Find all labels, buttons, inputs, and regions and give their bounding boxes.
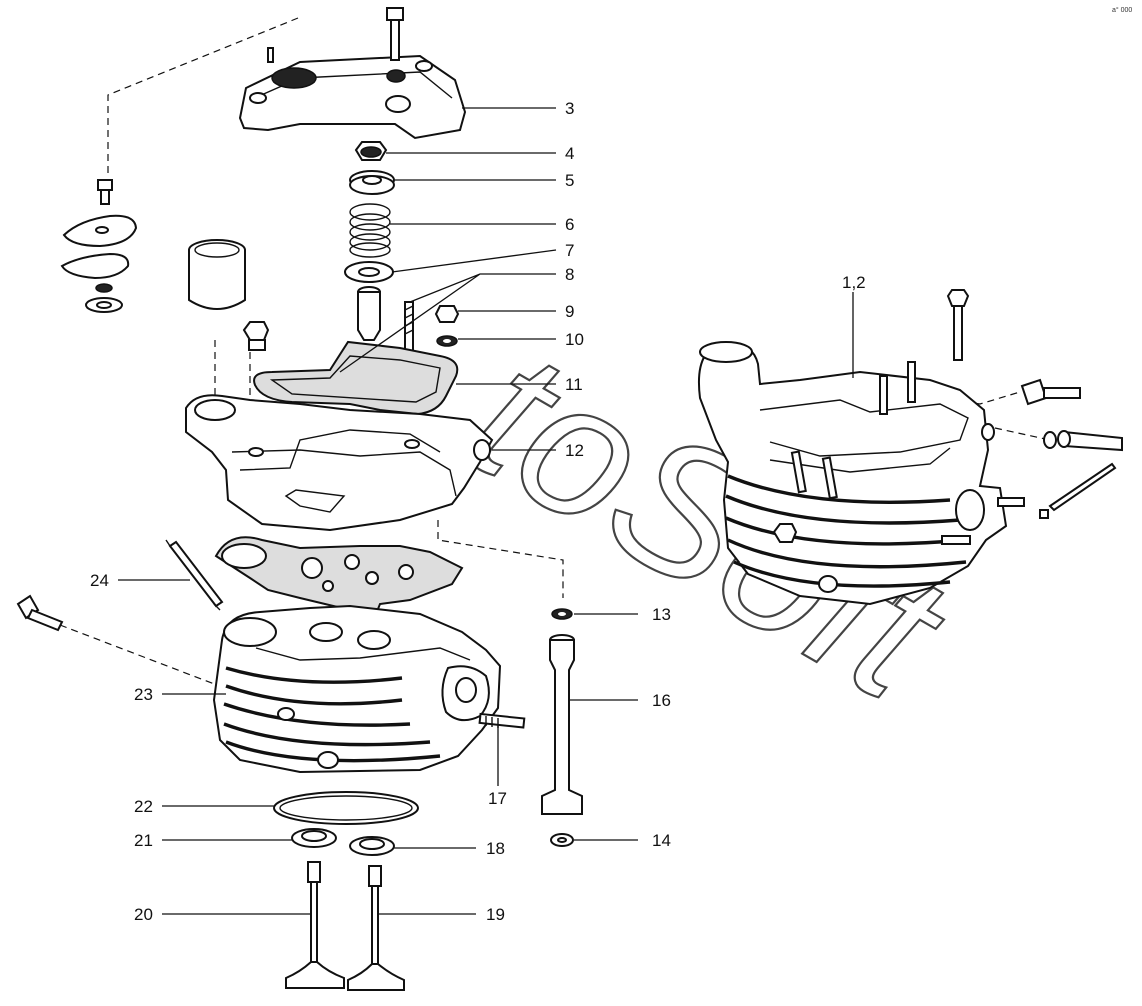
- intake-valve: [285, 861, 345, 989]
- assembled-cylinder-head: [698, 341, 1025, 606]
- banjo-fitting: [1020, 378, 1081, 406]
- callout-5: 5: [565, 171, 574, 190]
- callout-6: 6: [565, 215, 574, 234]
- callout-14: 14: [652, 831, 671, 850]
- pin-cap: [1039, 509, 1049, 519]
- head-nut-left: [242, 321, 270, 351]
- assembly-lines: [59, 17, 1051, 691]
- callout-4: 4: [565, 144, 574, 163]
- callout-labels: 3 4 5 6 7 8 9 10 11 12 1,2 13 14 16 17 1…: [90, 99, 866, 924]
- callout-20: 20: [134, 905, 153, 924]
- callout-18: 18: [486, 839, 505, 858]
- callout-7: 7: [565, 241, 574, 260]
- callout-9: 9: [565, 302, 574, 321]
- rocker-shaft: [1057, 430, 1123, 452]
- leader-lines: [118, 107, 854, 915]
- callout-23: 23: [134, 685, 153, 704]
- acorn-nut: [434, 305, 460, 323]
- corner-mark: a° 000: [1112, 6, 1132, 14]
- valve-spring: [349, 203, 391, 258]
- callout-3: 3: [565, 99, 574, 118]
- head-screw-right: [946, 289, 970, 361]
- valve-seat-left: [291, 828, 337, 848]
- rocker-gasket: [253, 340, 459, 416]
- valve-cover: [238, 47, 467, 140]
- tube-ring-top: [551, 608, 573, 620]
- valve-spring-nut: [354, 141, 388, 161]
- oil-pin: [1048, 462, 1117, 512]
- callout-8: 8: [565, 265, 574, 284]
- callout-21: 21: [134, 831, 153, 850]
- cover-bolt: [386, 7, 406, 83]
- cover-plate-assembly: [60, 179, 138, 313]
- spring-retainer: [349, 170, 395, 195]
- callout-22: 22: [134, 797, 153, 816]
- callout-1-2: 1,2: [842, 273, 866, 292]
- callout-13: 13: [652, 605, 671, 624]
- exhaust-stud: [478, 712, 526, 729]
- cylinder-head: [212, 604, 502, 774]
- callout-16: 16: [652, 691, 671, 710]
- pushrod-tube: [541, 634, 583, 815]
- spring-washer-hole: [358, 267, 380, 277]
- callout-19: 19: [486, 905, 505, 924]
- callout-24: 24: [90, 571, 109, 590]
- callout-17: 17: [488, 789, 507, 808]
- fitting-ring: [1043, 431, 1057, 449]
- cylinder-cup: [188, 239, 246, 310]
- head-bolt-left: [16, 594, 64, 632]
- callout-12: 12: [565, 441, 584, 460]
- tube-seal-bottom: [550, 833, 574, 847]
- head-gasket: [214, 536, 464, 616]
- exhaust-valve: [347, 865, 405, 991]
- rocker-housing: [185, 394, 494, 532]
- valve-seat-right: [349, 836, 395, 856]
- callout-10: 10: [565, 330, 584, 349]
- head-stud-long: [165, 539, 224, 611]
- callout-11: 11: [565, 375, 583, 394]
